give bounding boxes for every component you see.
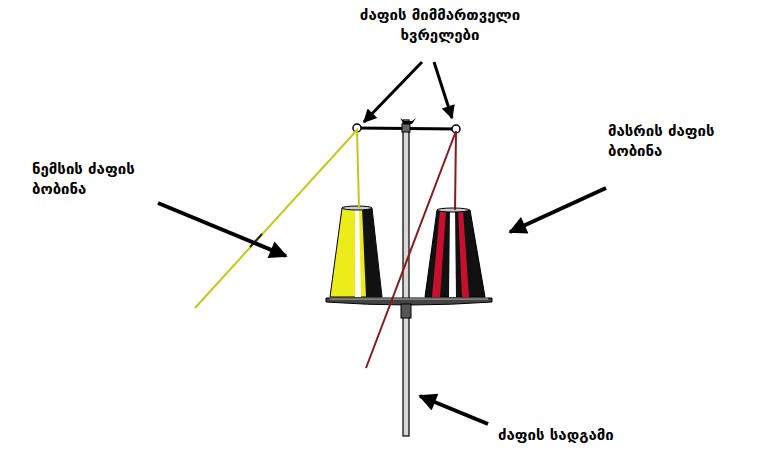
- stand-rod: [403, 120, 409, 436]
- part-label: ნემსის ძაფის ბობინა: [32, 160, 162, 199]
- part-label: მასრის ძაფის ბობინა: [608, 122, 738, 161]
- looper-thread: [366, 131, 456, 368]
- needle-thread: [195, 130, 359, 308]
- part-label: ძაფის სადგამი: [498, 426, 614, 446]
- leader-arrow: [420, 396, 488, 424]
- spool-highlight: [355, 208, 361, 297]
- spool-shade: [362, 208, 382, 297]
- plate-collar: [401, 304, 411, 318]
- leader-arrow: [158, 203, 286, 256]
- spool-stripe: [432, 210, 446, 297]
- plate-highlight: [330, 299, 488, 300]
- leader-arrow: [510, 188, 606, 232]
- spool-stripe: [458, 210, 469, 297]
- looper-spool: [425, 210, 485, 297]
- spool-highlight: [449, 210, 456, 297]
- part-label: ძაფის მიმმართველი ხვრელები: [335, 6, 545, 45]
- spool-top: [437, 208, 469, 212]
- needle-spool: [330, 208, 382, 297]
- leader-arrow: [364, 62, 422, 122]
- bar-clamp: [402, 124, 410, 132]
- leader-arrow: [434, 62, 452, 118]
- wing-nut: [400, 118, 416, 124]
- spool-top: [342, 206, 372, 210]
